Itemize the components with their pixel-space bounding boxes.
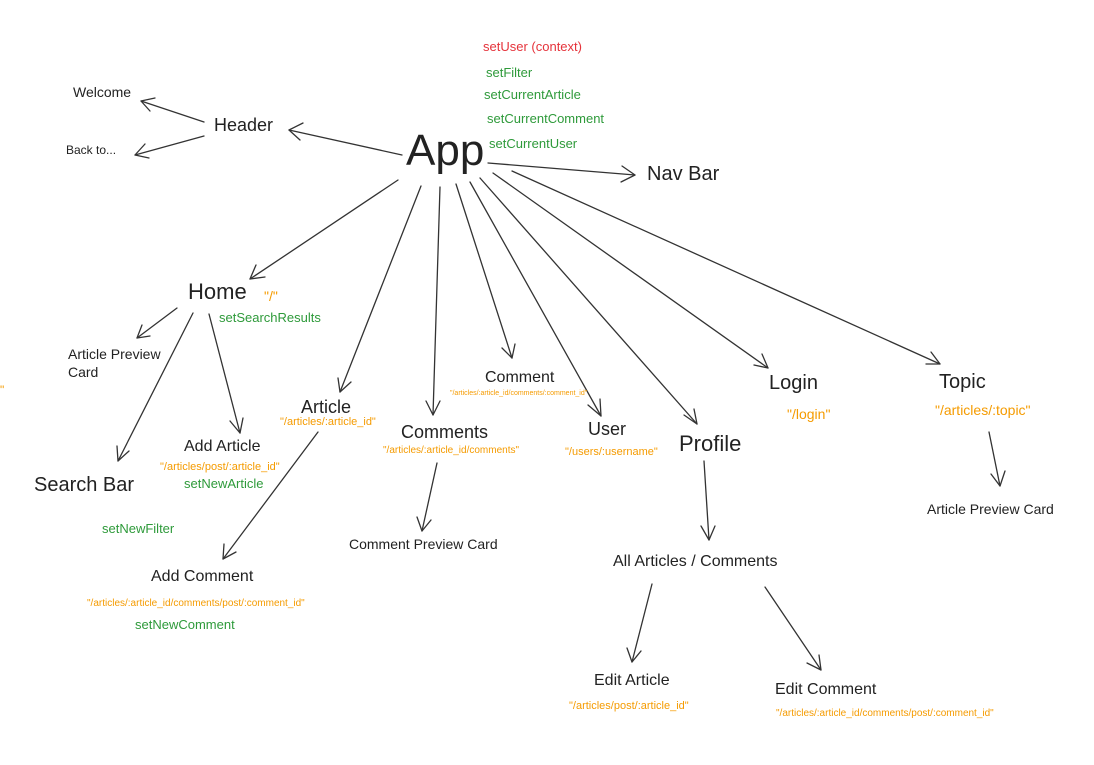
user-route: "/users/:username": [565, 446, 658, 458]
set-current-user-label: setCurrentUser: [489, 136, 578, 151]
topic-node: Topic: [939, 371, 986, 393]
comments-node: Comments: [401, 422, 489, 442]
edit-article-route: "/articles/post/:article_id": [569, 700, 689, 712]
home-node: Home: [188, 279, 247, 304]
arrow-app-to-user: [469, 181, 602, 417]
route-fragment: ": [0, 383, 5, 397]
add-article-route: "/articles/post/:article_id": [160, 461, 280, 473]
arrow-profile-to-all-articles: [700, 460, 716, 541]
login-node: Login: [769, 372, 818, 394]
arrow-app-to-topic: [511, 170, 941, 365]
all-articles-comments-node: All Articles / Comments: [613, 553, 778, 570]
arrow-app-to-comments: [425, 186, 441, 416]
search-bar-node: Search Bar: [34, 474, 135, 496]
arrow-topic-to-article-preview-card: [988, 431, 1006, 487]
add-comment-route: "/articles/:article_id/comments/post/:co…: [87, 598, 305, 609]
add-comment-node: Add Comment: [151, 568, 254, 585]
arrow-app-to-article: [337, 185, 422, 393]
add-article-node: Add Article: [184, 438, 261, 455]
back-to-node: Back to...: [66, 143, 117, 157]
welcome-node: Welcome: [73, 84, 132, 100]
comment-preview-card-node: Comment Preview Card: [349, 536, 498, 552]
arrow-home-to-article-preview-card: [136, 307, 178, 339]
nav-bar-node: Nav Bar: [647, 163, 720, 185]
login-route: "/login": [787, 406, 831, 422]
set-filter-label: setFilter: [486, 65, 533, 80]
arrow-article-to-add-comment: [222, 431, 319, 560]
set-current-comment-label: setCurrentComment: [487, 111, 605, 126]
arrow-home-to-add-article: [208, 313, 244, 434]
arrow-app-to-profile: [479, 177, 698, 425]
arrow-app-to-navbar: [487, 162, 636, 183]
arrow-home-to-search-bar: [116, 312, 194, 462]
article-route: "/articles/:article_id": [280, 416, 376, 428]
set-user-context-label: setUser (context): [483, 39, 582, 54]
article-node: Article: [301, 397, 352, 417]
set-current-article-label: setCurrentArticle: [484, 87, 581, 102]
home-route: "/": [264, 288, 278, 304]
edit-article-node: Edit Article: [594, 672, 670, 689]
article-preview-card-node: Article Preview: [68, 346, 161, 362]
arrow-all-to-edit-article: [626, 583, 653, 663]
comment-node: Comment: [485, 369, 555, 386]
article-preview-card-node-line2: Card: [68, 364, 99, 380]
arrow-app-to-login: [492, 172, 769, 369]
edit-comment-node: Edit Comment: [775, 681, 877, 698]
set-new-article-label: setNewArticle: [184, 476, 264, 491]
arrow-app-to-comment: [455, 183, 516, 359]
arrow-comments-to-comment-preview-card: [416, 462, 438, 532]
app-node: App: [406, 126, 485, 175]
arrow-app-to-header: [288, 122, 403, 156]
arrow-header-to-welcome: [140, 97, 205, 123]
topic-article-preview-card-node: Article Preview Card: [927, 501, 1054, 517]
set-search-results-label: setSearchResults: [219, 310, 321, 325]
user-node: User: [588, 419, 627, 439]
header-node: Header: [214, 115, 274, 135]
arrow-app-to-home: [249, 179, 399, 280]
topic-route: "/articles/:topic": [935, 402, 1031, 418]
profile-node: Profile: [679, 431, 742, 456]
edit-comment-route: "/articles/:article_id/comments/post/:co…: [776, 708, 994, 719]
comment-route: "/articles/:article_id/comments/:comment…: [450, 390, 588, 397]
arrow-header-to-back: [134, 135, 205, 159]
set-new-filter-label: setNewFilter: [102, 521, 175, 536]
set-new-comment-label: setNewComment: [135, 617, 235, 632]
comments-route: "/articles/:article_id/comments": [383, 445, 520, 456]
arrow-all-to-edit-comment: [764, 586, 822, 671]
